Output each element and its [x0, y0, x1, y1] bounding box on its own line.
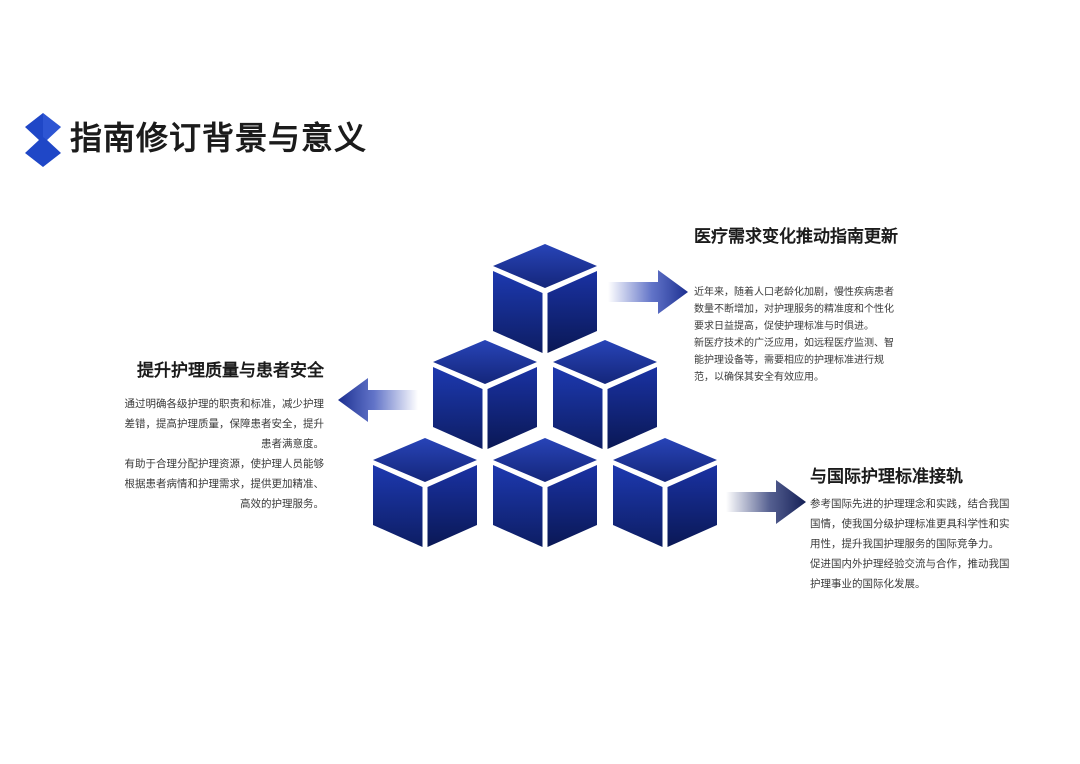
arrow-right-top-icon	[608, 270, 688, 314]
section-heading-quality-safety: 提升护理质量与患者安全	[124, 358, 324, 384]
title-diamond-icon	[22, 113, 64, 167]
arrow-right-bottom-icon	[726, 480, 806, 524]
section-body-international: 参考国际先进的护理理念和实践，结合我国国情，使我国分级护理标准更具科学性和实用性…	[810, 494, 1016, 594]
page-title: 指南修订背景与意义	[70, 116, 367, 160]
section-paragraph: 参考国际先进的护理理念和实践，结合我国国情，使我国分级护理标准更具科学性和实用性…	[810, 494, 1016, 554]
section-paragraph: 近年来，随着人口老龄化加剧，慢性疾病患者数量不断增加，对护理服务的精准度和个性化…	[694, 284, 902, 335]
section-body-quality-safety: 通过明确各级护理的职责和标准，减少护理差错，提高护理质量，保障患者安全，提升患者…	[124, 394, 324, 514]
section-paragraph: 通过明确各级护理的职责和标准，减少护理差错，提高护理质量，保障患者安全，提升患者…	[124, 394, 324, 454]
arrow-left-icon	[338, 378, 418, 422]
section-paragraph: 有助于合理分配护理资源，使护理人员能够根据患者病情和护理需求，提供更加精准、高效…	[124, 454, 324, 514]
section-paragraph: 促进国内外护理经验交流与合作，推动我国护理事业的国际化发展。	[810, 554, 1016, 594]
section-body-medical-demand: 近年来，随着人口老龄化加剧，慢性疾病患者数量不断增加，对护理服务的精准度和个性化…	[694, 284, 902, 386]
section-heading-international: 与国际护理标准接轨	[810, 464, 1020, 490]
section-heading-medical-demand: 医疗需求变化推动指南更新	[694, 224, 904, 251]
section-paragraph: 新医疗技术的广泛应用，如远程医疗监测、智能护理设备等，需要相应的护理标准进行规范…	[694, 335, 902, 386]
